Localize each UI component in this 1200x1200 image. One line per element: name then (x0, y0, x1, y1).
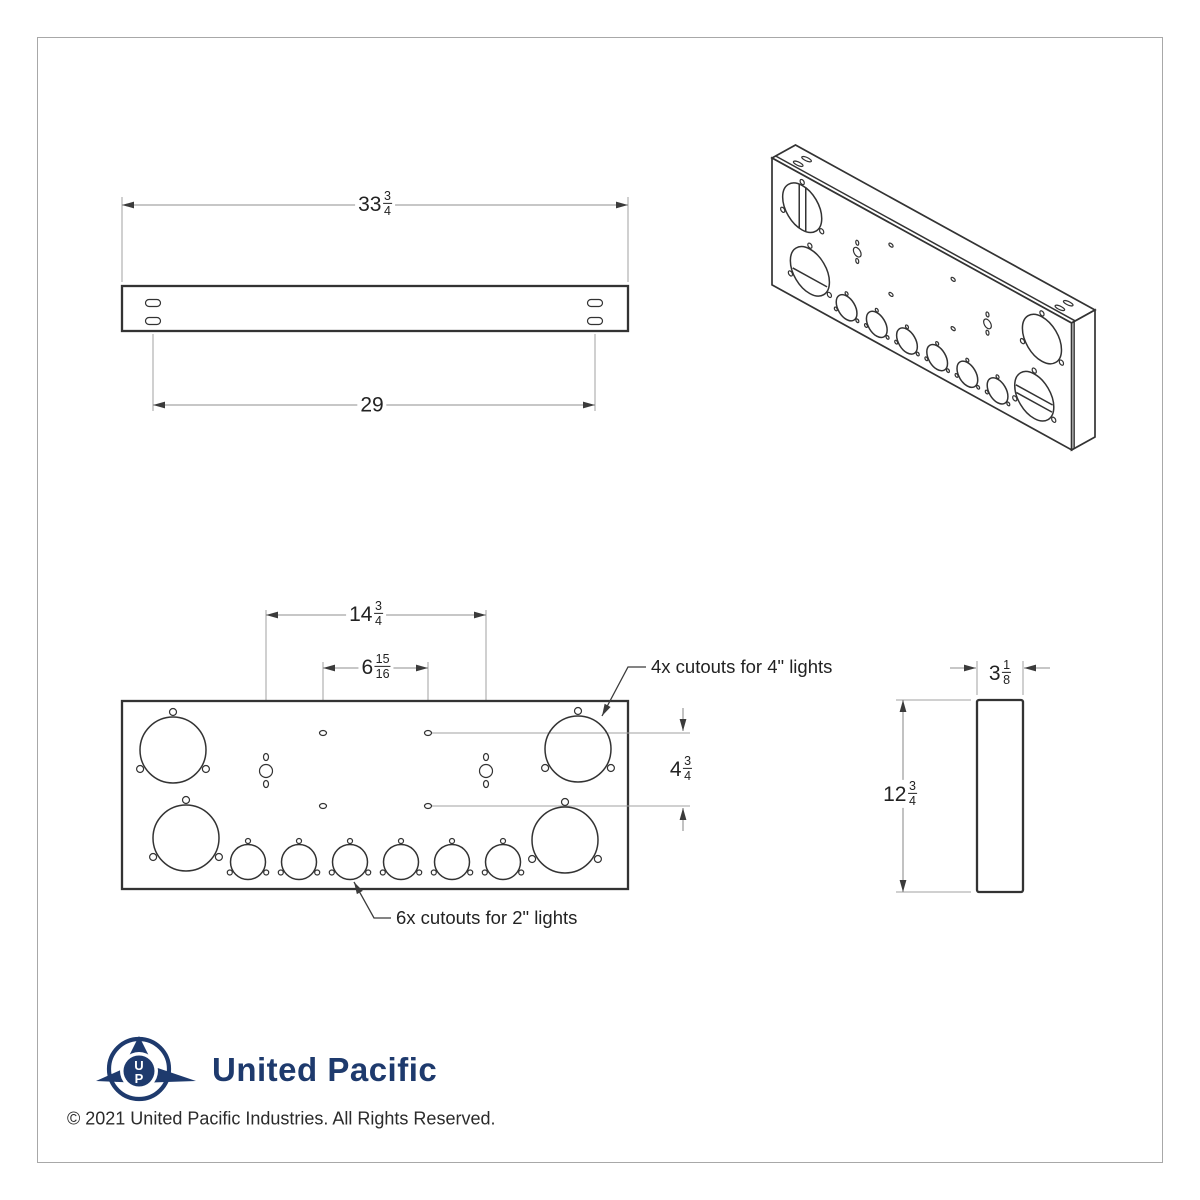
iso-top-face-detail (776, 148, 1090, 321)
front-plate-holes (258, 729, 494, 810)
note-2in-cutouts: 6x cutouts for 2" lights (396, 907, 578, 928)
top-view-panel (120, 284, 630, 333)
logo-monogram-p: P (135, 1071, 144, 1086)
note-4in-cutouts: 4x cutouts for 4" lights (651, 656, 833, 677)
iso-side-face (1070, 308, 1096, 452)
iso-two-inch-cutouts (834, 285, 1009, 409)
front-view (120, 610, 690, 919)
top-view-mount-slots (144, 298, 604, 326)
leader-4in-cutouts (601, 666, 646, 717)
iso-mount-holes (781, 167, 1064, 427)
front-two-inch-cutouts (226, 837, 525, 881)
logo-monogram-circle (123, 1055, 155, 1087)
top-view (120, 197, 630, 411)
front-view-panel (120, 699, 630, 891)
iso-plate-holes (853, 223, 991, 352)
side-view (896, 661, 1050, 894)
dimension-slot-spacing: 29 (357, 394, 387, 416)
brand-wordmark: United Pacific (212, 1051, 438, 1088)
united-pacific-logo: U P (96, 1036, 196, 1102)
front-four-inch-cutouts (136, 706, 616, 874)
copyright-text: © 2021 United Pacific Industries. All Ri… (67, 1108, 496, 1129)
isometric-view (770, 144, 1097, 452)
side-view-panel (975, 698, 1025, 894)
leader-2in-cutouts (353, 881, 391, 919)
logo-monogram-u: U (134, 1058, 143, 1073)
iso-front-face (772, 158, 1072, 450)
